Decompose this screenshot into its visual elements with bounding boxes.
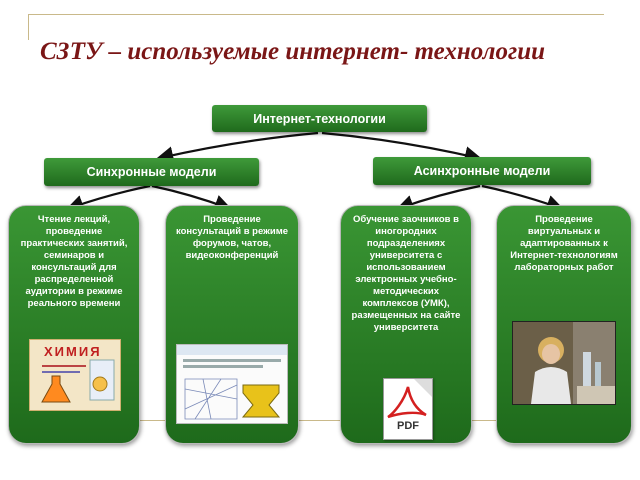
pdf-label: PDF xyxy=(397,420,419,432)
root-label: Интернет-технологии xyxy=(253,111,386,126)
lab-photo xyxy=(512,321,616,405)
sync-models-box: Синхронные модели xyxy=(44,158,259,186)
column-async-virtual-labs: Проведение виртуальных и адаптированных … xyxy=(496,205,632,444)
flask-icon xyxy=(41,359,115,403)
slide-title: СЗТУ – используемые интернет- технологии xyxy=(40,38,546,65)
frame-top-line xyxy=(28,14,604,15)
column-4-text: Проведение виртуальных и адаптированных … xyxy=(510,214,618,273)
chemistry-book-image: ХИМИЯ xyxy=(29,339,121,411)
column-3-text: Обучение заочников в иногородних подразд… xyxy=(351,214,461,333)
arrow-root-to-sync xyxy=(155,131,319,164)
sync-models-label: Синхронные модели xyxy=(86,165,217,179)
pdf-acrobat-icon xyxy=(387,379,432,419)
async-models-box: Асинхронные модели xyxy=(373,157,591,185)
column-1-text: Чтение лекций, проведение практических з… xyxy=(20,214,128,309)
column-sync-consultations: Проведение консультаций в режиме форумов… xyxy=(165,205,299,444)
column-async-distance-learning: Обучение заочников в иногородних подразд… xyxy=(340,205,472,444)
column-sync-lectures: Чтение лекций, проведение практических з… xyxy=(8,205,140,444)
async-models-label: Асинхронные модели xyxy=(413,164,551,178)
column-2-text: Проведение консультаций в режиме форумов… xyxy=(175,214,289,261)
frame-bottom-line xyxy=(28,420,604,421)
chemistry-book-title: ХИМИЯ xyxy=(44,344,102,359)
lab-researcher-image xyxy=(513,322,615,404)
root-box: Интернет-технологии xyxy=(212,105,427,132)
web-results-image xyxy=(176,344,288,424)
arrow-root-to-async xyxy=(321,131,483,164)
frame-left-line xyxy=(28,14,29,40)
pdf-document-icon: PDF xyxy=(383,378,433,440)
web-page-illustration xyxy=(177,345,287,420)
